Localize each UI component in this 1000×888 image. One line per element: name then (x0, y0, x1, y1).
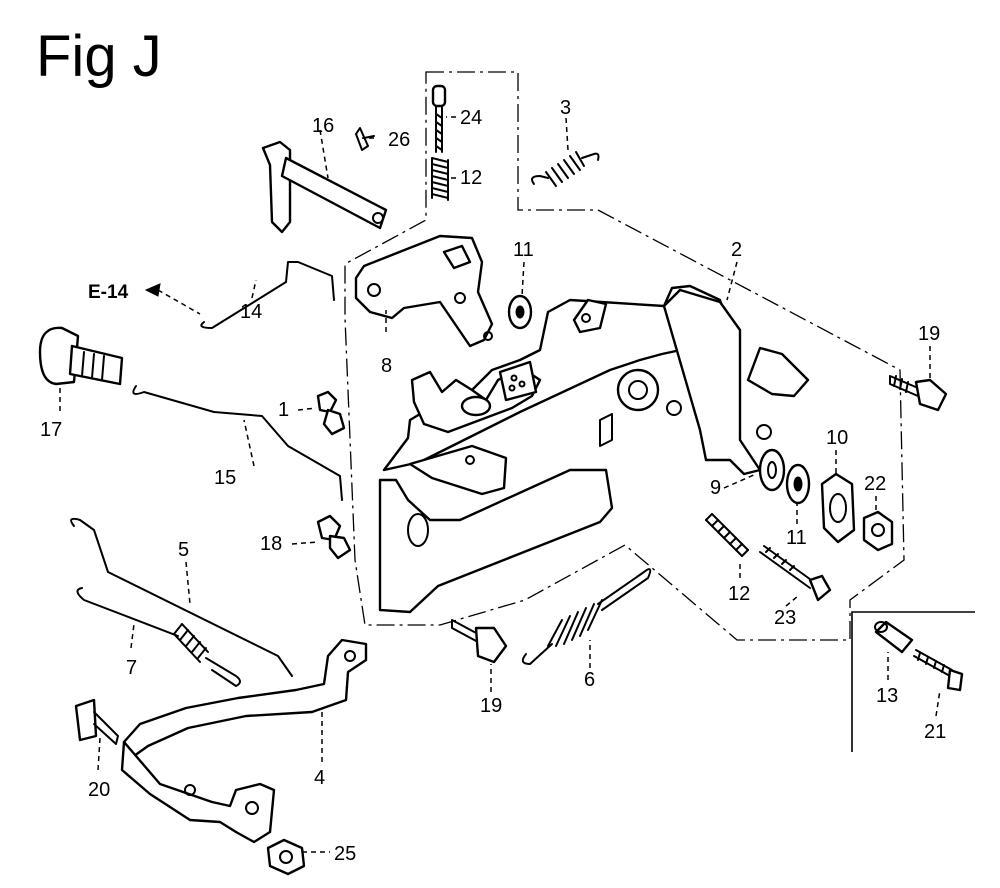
callout-19-right: 19 (918, 323, 940, 345)
callout-22: 22 (864, 473, 886, 495)
part-19-bolt-bottom (451, 619, 508, 664)
part-6-spring (521, 568, 652, 665)
part-9-washer (758, 448, 786, 492)
part-3-spring (531, 151, 600, 187)
part-8-bracket (354, 234, 494, 348)
part-22-nut (862, 510, 894, 552)
part-18-clip (316, 514, 352, 560)
callout-6: 6 (584, 669, 595, 691)
callout-12-upper: 12 (460, 167, 482, 189)
callout-17: 17 (40, 419, 62, 441)
part-11-washer-upper (507, 294, 533, 330)
reference-e14: E-14 (88, 282, 201, 315)
inset-box (851, 611, 975, 752)
callout-24: 24 (460, 107, 482, 129)
callout-9: 9 (710, 477, 721, 499)
callout-4: 4 (314, 767, 325, 789)
figure-title: Fig J (36, 24, 162, 89)
callout-11-right: 11 (786, 527, 807, 549)
callout-1: 1 (278, 399, 289, 421)
callout-numbers: 16 26 24 12 3 2 11 8 14 1 15 17 18 5 7 4… (40, 97, 946, 865)
part-1-clip (316, 390, 346, 436)
part-19-bolt-right (889, 375, 948, 412)
callout-5: 5 (178, 539, 189, 561)
part-20-bolt (74, 698, 119, 745)
part-10-nut (820, 472, 856, 544)
part-11-washer-right (785, 463, 811, 505)
part-4-lever (120, 638, 368, 844)
callout-2: 2 (731, 239, 742, 261)
callout-10: 10 (826, 427, 848, 449)
callout-21: 21 (924, 721, 946, 743)
callout-11-upper: 11 (513, 239, 534, 261)
reference-e14-label: E-14 (88, 282, 129, 303)
callout-15: 15 (214, 467, 236, 489)
part-26-clip (355, 127, 375, 151)
assembly-boundary (344, 71, 905, 641)
part-13-collar (874, 620, 914, 654)
callout-18: 18 (260, 533, 282, 555)
callout-19-bottom: 19 (480, 695, 502, 717)
leader-lines (59, 116, 941, 853)
part-12-spring-upper (431, 157, 449, 201)
part-12-spring-lower (705, 513, 749, 557)
part-23-screw (759, 545, 832, 602)
part-16-lever (261, 140, 388, 234)
part-2-control-base (378, 284, 810, 614)
callout-8: 8 (381, 355, 392, 377)
callout-7: 7 (126, 657, 137, 679)
part-17-knob (38, 326, 124, 386)
callout-12-lower: 12 (728, 583, 750, 605)
callout-26: 26 (388, 129, 410, 151)
callout-13: 13 (876, 685, 898, 707)
callout-3: 3 (560, 97, 571, 119)
callout-23: 23 (774, 607, 796, 629)
part-25-nut (266, 838, 306, 876)
part-21-screw (913, 649, 964, 692)
callout-25: 25 (334, 843, 356, 865)
callout-14: 14 (240, 301, 262, 323)
part-14-rod (200, 261, 335, 329)
part-24-screw (431, 84, 447, 153)
callout-20: 20 (88, 779, 110, 801)
part-15-rod (132, 385, 343, 501)
part-7-rod-spring (76, 587, 241, 687)
callout-16: 16 (312, 115, 334, 137)
part-5-rod (70, 517, 293, 677)
